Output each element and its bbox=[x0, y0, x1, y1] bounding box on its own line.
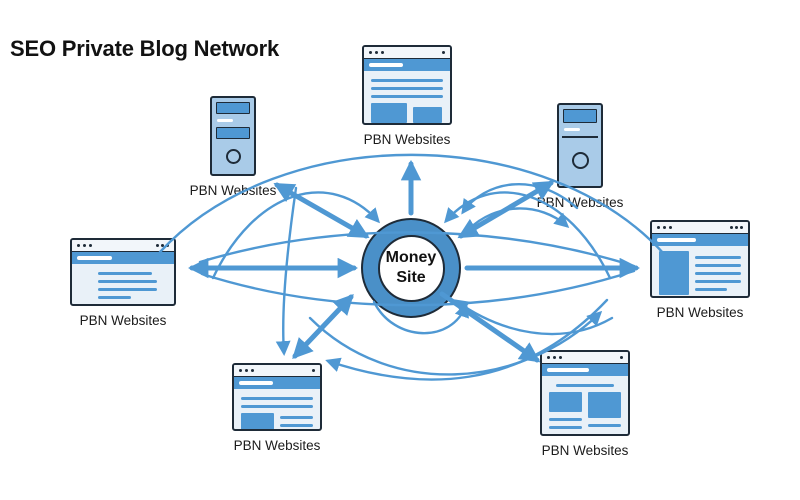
pbn-node-top: PBN Websites bbox=[351, 45, 463, 147]
interlink-arc bbox=[466, 207, 570, 232]
browser-window-icon bbox=[362, 45, 452, 125]
browser-titlebar bbox=[364, 47, 450, 59]
browser-addressbar bbox=[652, 234, 748, 246]
pbn-node-upper-left: PBN Websites bbox=[173, 96, 293, 198]
node-label: PBN Websites bbox=[189, 183, 277, 198]
browser-titlebar bbox=[234, 365, 320, 377]
node-label: PBN Websites bbox=[541, 443, 629, 458]
browser-titlebar bbox=[542, 352, 628, 364]
money-site-label: Money Site bbox=[385, 249, 437, 286]
money-site-node: Money Site bbox=[361, 218, 461, 318]
node-label: PBN Websites bbox=[79, 313, 167, 328]
browser-titlebar bbox=[72, 240, 174, 252]
browser-content bbox=[652, 246, 748, 296]
browser-window-icon bbox=[540, 350, 630, 436]
pbn-node-bottom-right: PBN Websites bbox=[525, 350, 645, 458]
edge-money-to-bottom-right bbox=[439, 291, 541, 363]
browser-window-icon bbox=[650, 220, 750, 298]
server-tower-icon bbox=[210, 96, 256, 176]
edge-money-bottom-left bbox=[292, 294, 354, 359]
browser-content bbox=[542, 376, 628, 434]
money-site-circle: Money Site bbox=[377, 234, 445, 302]
browser-content bbox=[234, 389, 320, 429]
interlink-arc bbox=[275, 186, 298, 356]
interlink-arc bbox=[211, 191, 380, 280]
node-label: PBN Websites bbox=[536, 195, 624, 210]
browser-addressbar bbox=[542, 364, 628, 376]
browser-window-icon bbox=[70, 238, 176, 306]
browser-titlebar bbox=[652, 222, 748, 234]
pbn-node-left: PBN Websites bbox=[62, 238, 184, 328]
node-label: PBN Websites bbox=[656, 305, 744, 320]
interlink-arc bbox=[453, 299, 614, 336]
node-label: PBN Websites bbox=[233, 438, 321, 453]
browser-addressbar bbox=[234, 377, 320, 389]
browser-addressbar bbox=[72, 252, 174, 264]
browser-addressbar bbox=[364, 59, 450, 71]
browser-window-icon bbox=[232, 363, 322, 431]
pbn-node-right: PBN Websites bbox=[640, 220, 760, 320]
browser-content bbox=[364, 71, 450, 123]
page-title: SEO Private Blog Network bbox=[10, 36, 280, 61]
browser-content bbox=[72, 264, 174, 304]
pbn-node-bottom-left: PBN Websites bbox=[217, 363, 337, 453]
pbn-node-upper-right: PBN Websites bbox=[520, 103, 640, 210]
server-tower-icon bbox=[557, 103, 603, 188]
node-label: PBN Websites bbox=[363, 132, 451, 147]
